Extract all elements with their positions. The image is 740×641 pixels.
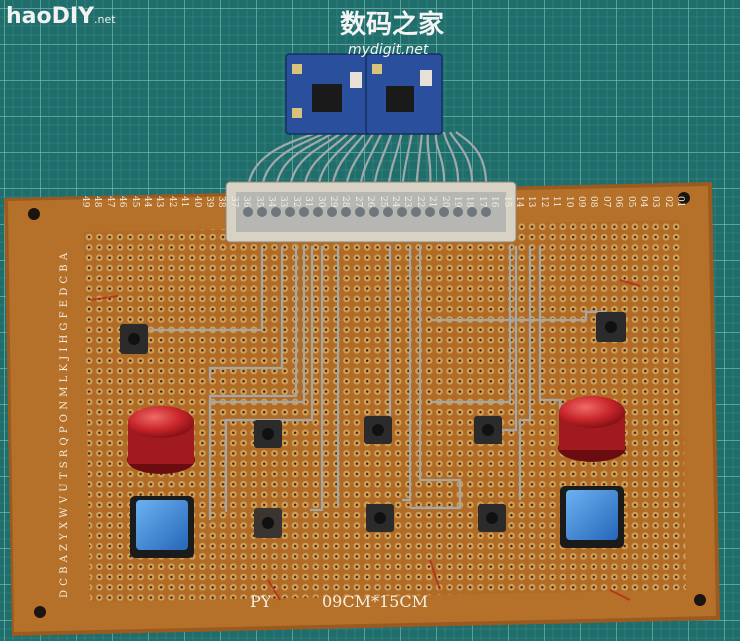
silkscreen-column-number: 26	[365, 196, 376, 208]
silkscreen-column-number: 07	[600, 196, 611, 208]
silkscreen-column-number: 23	[402, 196, 413, 208]
silkscreen-column-number: 38	[216, 196, 227, 208]
silkscreen-column-number: 09	[576, 196, 586, 208]
silkscreen-column-number: 19	[452, 196, 462, 208]
tact-switch	[120, 324, 148, 354]
silkscreen-column-number: 33	[278, 196, 289, 208]
silkscreen-column-number: 10	[563, 196, 574, 208]
mounting-hole-bottom-left	[34, 606, 46, 618]
silkscreen-column-number: 02	[662, 196, 673, 208]
silkscreen-column-number: 43	[154, 196, 165, 208]
radio-module-right	[365, 53, 443, 135]
tact-switch	[478, 504, 506, 532]
silkscreen-column-number: 31	[303, 196, 314, 208]
silkscreen-column-number: 49	[80, 196, 90, 208]
tact-switch	[254, 420, 282, 448]
tact-switch	[364, 416, 392, 444]
silkscreen-column-number: 34	[266, 196, 276, 208]
silkscreen-column-number: 11	[551, 196, 562, 208]
silkscreen-column-number: 01	[675, 196, 686, 208]
tact-switch	[596, 312, 626, 342]
silkscreen-column-number: 32	[290, 196, 301, 208]
silkscreen-column-number: 27	[352, 196, 363, 208]
red-push-button-right	[558, 396, 626, 462]
silkscreen-column-number: 48	[92, 196, 103, 208]
silkscreen-column-number: 15	[501, 196, 512, 208]
silkscreen-column-number: 24	[390, 196, 400, 208]
silkscreen-column-number: 22	[414, 196, 425, 208]
pin-header	[225, 181, 517, 243]
silkscreen-column-number: 25	[377, 196, 388, 208]
watermark-mydigit-cn: 数码之家	[340, 10, 445, 40]
mounting-hole-top-right	[678, 192, 690, 204]
silkscreen-column-number: 39	[204, 196, 214, 208]
silkscreen-column-number: 06	[613, 196, 624, 208]
silkscreen-brand: PY	[250, 592, 272, 611]
silkscreen-column-number: 12	[538, 196, 549, 208]
silkscreen-column-number: 16	[489, 196, 500, 208]
silkscreen-column-number: 37	[228, 196, 239, 208]
mounting-hole-top-left	[28, 208, 40, 220]
silkscreen-column-number: 28	[340, 196, 351, 208]
red-push-button-left	[127, 406, 195, 474]
watermark-mydigit-url: mydigit.net	[348, 42, 429, 58]
silkscreen-row-letters: DCBAZYXWVUTSRQPONMLKJIHGFEDCBA	[59, 248, 70, 598]
tact-switch	[254, 508, 282, 538]
tact-switch	[366, 504, 394, 532]
silkscreen-column-number: 36	[241, 196, 252, 208]
silkscreen-column-number: 41	[179, 196, 190, 208]
mounting-hole-bottom-right	[694, 594, 706, 606]
silkscreen-column-number: 46	[117, 196, 128, 208]
silkscreen-column-number: 35	[253, 196, 264, 208]
silkscreen-column-number: 14	[514, 196, 524, 208]
silkscreen-column-number: 40	[191, 196, 202, 208]
silkscreen-column-number: 20	[439, 196, 450, 208]
silkscreen-column-number: 42	[166, 196, 177, 208]
silkscreen-board-size: 09CM*15CM	[322, 592, 428, 611]
silkscreen-column-number: 44	[142, 196, 152, 208]
watermark-haodiy: haoDIY.net	[6, 4, 116, 29]
silkscreen-column-number: 05	[625, 196, 636, 208]
silkscreen-column-number: 30	[315, 196, 326, 208]
tact-switch	[474, 416, 502, 444]
silkscreen-column-number: 29	[328, 196, 338, 208]
silkscreen-column-number: 17	[476, 196, 487, 208]
blue-push-button-right	[560, 486, 624, 548]
silkscreen-column-number: 47	[104, 196, 115, 208]
silkscreen-column-number: 18	[464, 196, 475, 208]
silkscreen-column-number: 04	[638, 196, 648, 208]
blue-push-button-left	[130, 496, 194, 558]
silkscreen-column-number: 08	[588, 196, 599, 208]
silkscreen-column-number: 45	[129, 196, 140, 208]
silkscreen-column-number: 03	[650, 196, 661, 208]
radio-module-left	[285, 53, 371, 135]
silkscreen-column-number: 21	[427, 196, 438, 208]
silkscreen-column-number: 13	[526, 196, 537, 208]
